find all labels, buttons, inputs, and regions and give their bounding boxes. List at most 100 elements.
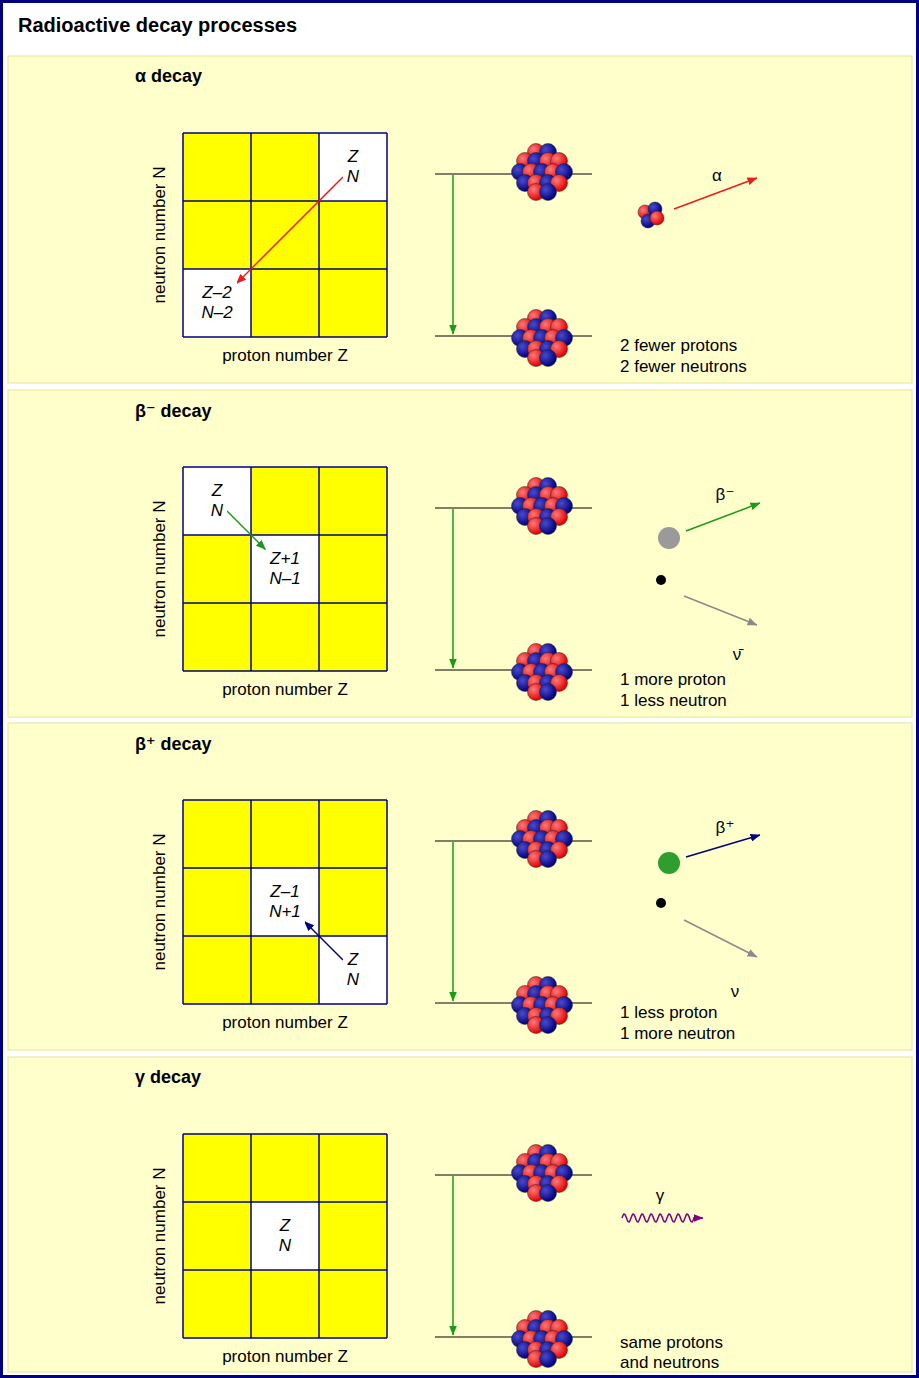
label-anchor: 1 less proton	[620, 1003, 717, 1023]
label-anchor: proton number Z	[285, 1347, 411, 1367]
particle-label: β⁻	[716, 485, 735, 505]
chart-grid	[183, 467, 387, 671]
nuclide-label: Z N	[210, 481, 224, 520]
gamma-wave	[622, 1214, 694, 1222]
grid-line	[318, 467, 320, 671]
nuclide-label: Z N	[346, 147, 360, 186]
label-anchor: β⁺	[725, 818, 744, 838]
grid-line	[318, 800, 320, 1004]
axis-label: proton number Z	[222, 1013, 348, 1033]
label-anchor: β⁻	[725, 485, 744, 505]
grid-line	[183, 799, 387, 801]
nuclide-cell: Z N	[275, 1215, 295, 1256]
panel-heading: α decay	[135, 66, 202, 87]
neutrino-arrow	[684, 920, 757, 957]
label-anchor: 1 more proton	[620, 670, 726, 690]
grid-line	[182, 800, 184, 1004]
nuclide-label: Z–2 N–2	[201, 283, 234, 322]
panel-heading: β⁻ decay	[135, 400, 212, 422]
grid-line	[183, 534, 387, 536]
neutron-ball	[540, 1185, 557, 1202]
nucleus	[512, 644, 573, 701]
nucleus	[512, 478, 573, 535]
axis-label: proton number Z	[222, 346, 348, 366]
neutrino-dot	[656, 898, 666, 908]
grid-line	[318, 1134, 320, 1338]
decay-panel: α decay Z N Z–2 N–2	[8, 56, 912, 383]
alpha-particle	[638, 202, 664, 228]
grid-line	[183, 336, 387, 338]
grid-line	[183, 200, 387, 202]
label-anchor: neutron number N	[160, 235, 297, 255]
nucleus	[512, 811, 573, 868]
axis-label: neutron number N	[150, 166, 170, 303]
label-anchor: ν	[735, 982, 744, 1002]
transition-arrow	[452, 509, 454, 668]
change-note: same protons	[620, 1333, 723, 1353]
nuclide-cell: Z+1 N–1	[266, 548, 305, 589]
axis-label: neutron number N	[150, 1167, 170, 1304]
grid-line	[250, 133, 252, 337]
label-anchor: proton number Z	[285, 346, 411, 366]
nucleus	[512, 144, 573, 201]
grid-line	[183, 1201, 387, 1203]
grid-line	[318, 133, 320, 337]
nucleus	[512, 310, 573, 367]
grid-line	[183, 466, 387, 468]
grid-line	[386, 133, 388, 337]
gamma-arrow	[693, 1217, 703, 1219]
nuclide-label: Z+1 N–1	[269, 549, 302, 588]
axis-label: proton number Z	[222, 680, 348, 700]
label-anchor: neutron number N	[160, 1236, 297, 1256]
decay-arrow	[227, 511, 266, 550]
neutron-ball	[540, 350, 557, 367]
grid-line	[183, 867, 387, 869]
nuclide-cell: Z N	[207, 480, 227, 521]
grid-line	[386, 467, 388, 671]
neutron-ball	[540, 1017, 557, 1034]
neutrino-dot	[656, 575, 666, 585]
label-anchor: 1 less neutron	[620, 691, 727, 711]
grid-line	[386, 1134, 388, 1338]
neutron-ball	[540, 684, 557, 701]
particle-label: γ	[656, 1186, 665, 1206]
grid-line	[182, 467, 184, 671]
nucleus	[512, 1311, 573, 1368]
label-anchor: proton number Z	[285, 680, 411, 700]
panel-heading: γ decay	[135, 1067, 201, 1088]
axis-label: neutron number N	[150, 833, 170, 970]
label-anchor: same protons	[620, 1333, 723, 1353]
neutrino-arrow	[684, 596, 757, 625]
beta-arrow	[686, 503, 760, 531]
label-anchor: 2 fewer protons	[620, 336, 737, 356]
change-note: and neutrons	[620, 1353, 719, 1373]
grid-line	[183, 1269, 387, 1271]
grid-line	[183, 602, 387, 604]
title-anchor: Radioactive decay processes	[18, 14, 297, 37]
decay-panel: β⁺ decayZ–1 N+1Z N	[8, 723, 912, 1050]
change-note: 2 fewer neutrons	[620, 357, 747, 377]
label-anchor: α	[717, 166, 727, 186]
transition-arrow	[452, 175, 454, 334]
particle-label: ν̄	[733, 645, 742, 665]
nuclide-cell: Z–2 N–2	[198, 282, 237, 323]
nuclide-cell: Z–1 N+1	[266, 881, 305, 922]
change-note: 1 less proton	[620, 1003, 717, 1023]
transition-arrow	[452, 1176, 454, 1335]
grid-line	[183, 1003, 387, 1005]
particle-label: β⁺	[716, 818, 735, 838]
change-note: 1 less neutron	[620, 691, 727, 711]
grid-line	[182, 1134, 184, 1338]
beta-arrow	[686, 835, 760, 857]
white-cell	[251, 1202, 319, 1270]
label-anchor: and neutrons	[620, 1353, 719, 1373]
nuclide-label: Z N	[346, 950, 360, 989]
grid-line	[183, 268, 387, 270]
nuclide-label: Z–1 N+1	[269, 882, 302, 921]
grid-line	[250, 1134, 252, 1338]
neutron-ball	[540, 1351, 557, 1368]
label-anchor: proton number Z	[285, 1013, 411, 1033]
